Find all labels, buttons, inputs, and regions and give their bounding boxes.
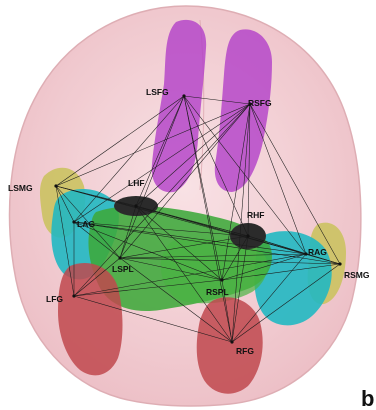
label-rhf: RHF	[247, 210, 264, 220]
label-rfg: RFG	[236, 346, 254, 356]
label-lhf: LHF	[128, 178, 145, 188]
node-rspl	[220, 278, 223, 281]
node-rfg	[230, 340, 233, 343]
node-rsmg	[338, 262, 341, 265]
node-lhf	[134, 204, 137, 207]
node-lsmg	[54, 184, 57, 187]
node-lspl	[118, 256, 121, 259]
label-rspl: RSPL	[206, 287, 229, 297]
node-lfg	[72, 294, 75, 297]
label-rag: RAG	[308, 247, 327, 257]
label-lfg: LFG	[46, 294, 63, 304]
label-rsmg: RSMG	[344, 270, 370, 280]
node-lag	[72, 220, 75, 223]
panel-label: b	[361, 386, 374, 410]
label-lag: LAG	[77, 219, 95, 229]
label-lsmg: LSMG	[8, 183, 33, 193]
label-lsfg: LSFG	[146, 87, 169, 97]
label-lspl: LSPL	[112, 264, 134, 274]
node-lsfg	[182, 94, 185, 97]
label-rsfg: RSFG	[248, 98, 272, 108]
node-rhf	[246, 234, 249, 237]
